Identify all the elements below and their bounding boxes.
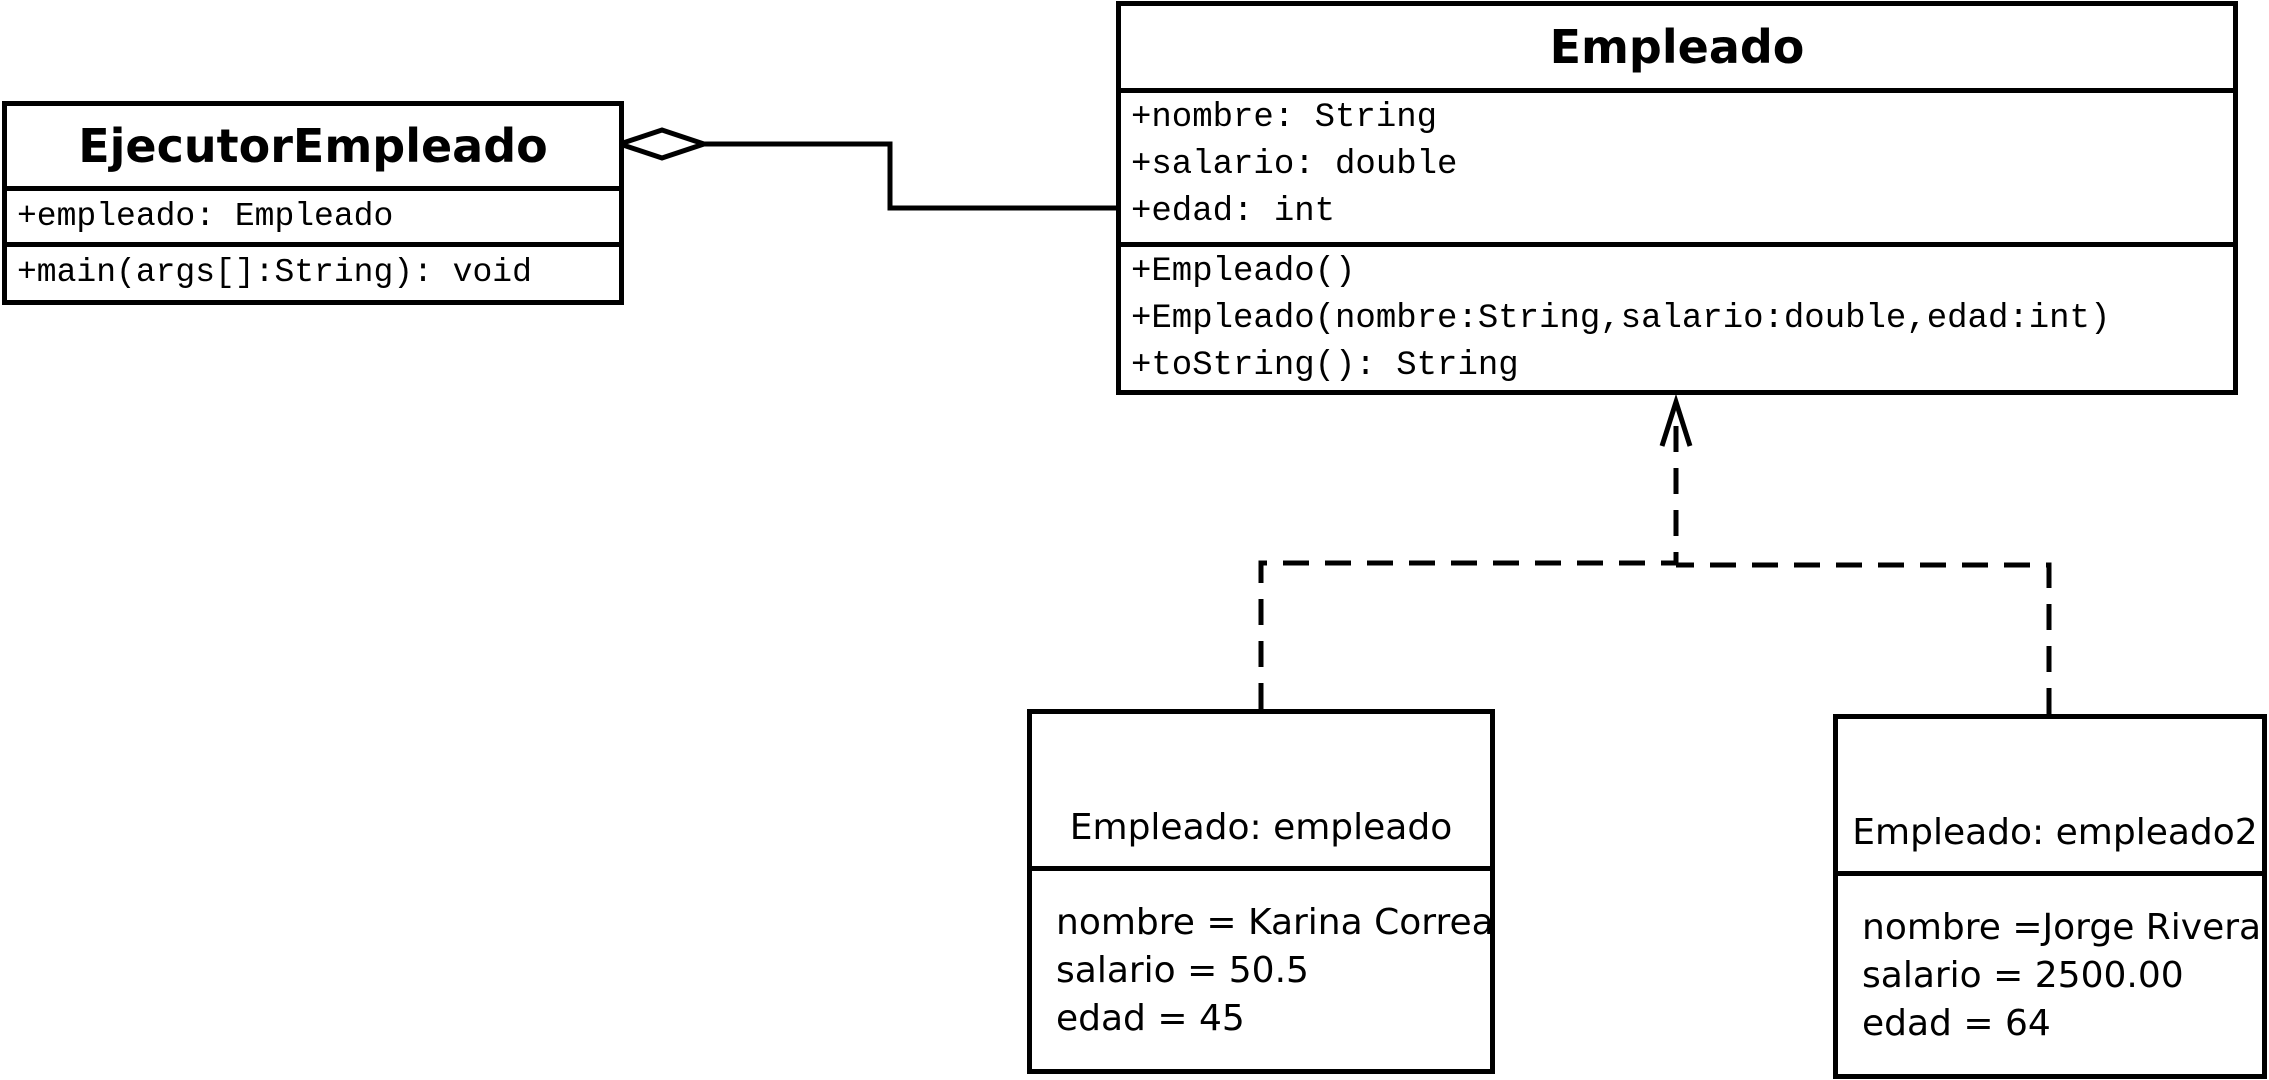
instantiation-arrowhead [1659, 393, 1693, 447]
slot: nombre = Karina Correa [1056, 902, 1494, 943]
operations-compartment: +Empleado() +Empleado(nombre:String,sala… [1121, 242, 2233, 390]
aggregation-diamond [612, 127, 712, 161]
instantiation-connector-empleado [1258, 410, 1679, 709]
instantiation-connector-empleado2 [1676, 562, 2052, 714]
slot: nombre =Jorge Rivera [1862, 907, 2262, 948]
class-name: Empleado [1549, 20, 1805, 74]
attributes-compartment: +nombre: String +salario: double +edad: … [1121, 88, 2233, 242]
operation: +Empleado() [1131, 253, 1356, 291]
slots-compartment: nombre = Karina Correa salario = 50.5 ed… [1032, 866, 1494, 1043]
aggregation-connector [704, 141, 1116, 211]
operations-compartment: +main(args[]:String): void [7, 242, 619, 298]
attributes-compartment: +empleado: Empleado [7, 186, 619, 242]
operation: +main(args[]:String): void [17, 254, 532, 291]
object-title: Empleado: empleado2 [1852, 812, 2258, 853]
slot: edad = 45 [1056, 998, 1245, 1039]
operation: +Empleado(nombre:String,salario:double,e… [1131, 300, 2111, 338]
attribute: +edad: int [1131, 193, 1336, 231]
slot: edad = 64 [1862, 1003, 2051, 1044]
slot: salario = 50.5 [1056, 950, 1309, 991]
attribute: +nombre: String [1131, 99, 1438, 137]
attribute: +salario: double [1131, 146, 1458, 184]
operation: +toString(): String [1131, 347, 1519, 385]
object-empleado2: Empleado: empleado2 nombre =Jorge Rivera… [1833, 714, 2267, 1079]
class-empleado: Empleado +nombre: String +salario: doubl… [1116, 1, 2238, 395]
class-name: EjecutorEmpleado [78, 119, 548, 173]
class-ejecutor-empleado: EjecutorEmpleado +empleado: Empleado +ma… [2, 101, 624, 305]
slots-compartment: nombre =Jorge Rivera salario = 2500.00 e… [1838, 871, 2262, 1048]
slot: salario = 2500.00 [1862, 955, 2184, 996]
object-title: Empleado: empleado [1069, 807, 1453, 848]
object-empleado: Empleado: empleado nombre = Karina Corre… [1027, 709, 1495, 1074]
attribute: +empleado: Empleado [17, 198, 394, 235]
